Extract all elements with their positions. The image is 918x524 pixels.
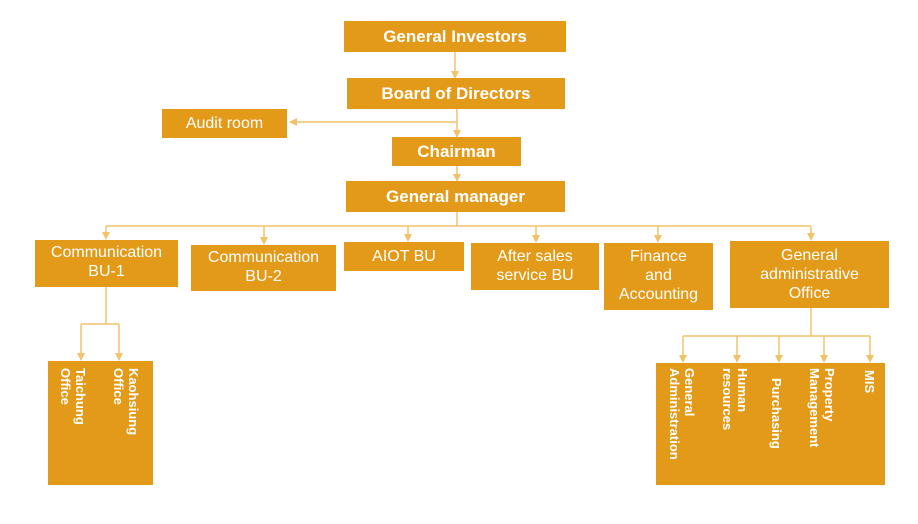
node-general-admin-office: General administrative Office <box>730 241 889 308</box>
node-mis-line1: MIS <box>862 370 877 394</box>
node-admin-subunits-group <box>656 363 885 485</box>
node-finance-line2: and <box>645 267 672 284</box>
node-audit-room: Audit room <box>162 109 287 138</box>
node-taichung-office: Taichung Office <box>58 368 88 425</box>
node-general-admin-office-line2: administrative <box>760 266 859 283</box>
node-human-resources-line1: Human <box>735 368 750 413</box>
node-finance: Finance and Accounting <box>604 243 713 310</box>
node-general-administration: General Administration <box>667 368 697 460</box>
node-board-of-directors: Board of Directors <box>347 78 565 109</box>
node-general-administration-line2: Administration <box>667 368 682 460</box>
node-property-management: Property Management <box>807 368 837 447</box>
node-kaohsiung-office-line2: Office <box>111 368 126 405</box>
node-kaohsiung-office-line1: Kaohsiung <box>126 368 141 436</box>
node-property-management-line1: Property <box>822 368 837 422</box>
node-purchasing-line1: Purchasing <box>769 378 784 449</box>
node-taichung-office-line1: Taichung <box>73 368 88 425</box>
node-property-management-line2: Management <box>807 368 822 448</box>
node-communication-bu2-line2: BU-2 <box>245 268 282 285</box>
node-after-sales-line1: After sales <box>497 248 573 265</box>
node-mis: MIS <box>862 370 877 393</box>
node-general-manager: General manager <box>346 181 565 212</box>
node-communication-bu1-line2: BU-1 <box>88 263 125 280</box>
node-offices-group <box>48 361 153 485</box>
node-kaohsiung-office: Kaohsiung Office <box>111 368 141 435</box>
node-general-admin-office-line1: General <box>781 247 838 264</box>
node-general-administration-line1: General <box>682 368 697 417</box>
node-communication-bu2-line1: Communication <box>207 249 320 266</box>
node-purchasing: Purchasing <box>769 378 784 449</box>
node-after-sales: After sales service BU <box>471 243 599 290</box>
node-communication-bu1-line1: Communication <box>50 244 163 261</box>
node-human-resources-line2: resources <box>720 368 735 431</box>
node-taichung-office-line2: Office <box>58 368 73 405</box>
node-finance-line3: Accounting <box>618 286 699 303</box>
node-after-sales-line2: service BU <box>496 267 574 284</box>
node-general-admin-office-line3: Office <box>788 285 831 302</box>
node-communication-bu1: Communication BU-1 <box>35 240 178 287</box>
node-communication-bu2: Communication BU-2 <box>191 245 336 291</box>
node-finance-line1: Finance <box>630 248 687 265</box>
node-general-investors: General Investors <box>344 21 566 52</box>
node-human-resources: Human resources <box>720 368 750 430</box>
node-chairman: Chairman <box>392 137 521 166</box>
node-aiot-bu: AIOT BU <box>344 242 464 271</box>
